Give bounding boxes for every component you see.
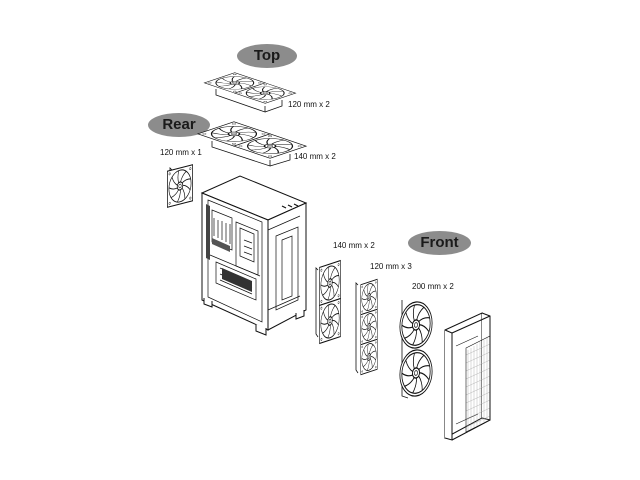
front-140-fan-pair: [316, 261, 340, 344]
front-140-caption: 140 mm x 2: [333, 241, 375, 250]
rear-section-label: Rear: [148, 113, 210, 137]
pc-case: [200, 175, 308, 336]
top-120-fan-pair: [204, 73, 295, 112]
front-panel: [444, 312, 491, 441]
rear-120-fan: [167, 165, 192, 207]
top-140-caption: 140 mm x 2: [294, 152, 336, 161]
front-120-fan-trio: [356, 279, 377, 374]
front-200-caption: 200 mm x 2: [412, 282, 454, 291]
front-120-caption: 120 mm x 3: [370, 262, 412, 271]
top-140-fan-pair: [198, 122, 306, 166]
top-120-caption: 120 mm x 2: [288, 100, 330, 109]
top-section-label: Top: [237, 44, 297, 68]
front-section-label: Front: [408, 231, 471, 255]
rear-120-caption: 120 mm x 1: [160, 148, 202, 157]
front-200-fan-pair: [399, 300, 433, 399]
